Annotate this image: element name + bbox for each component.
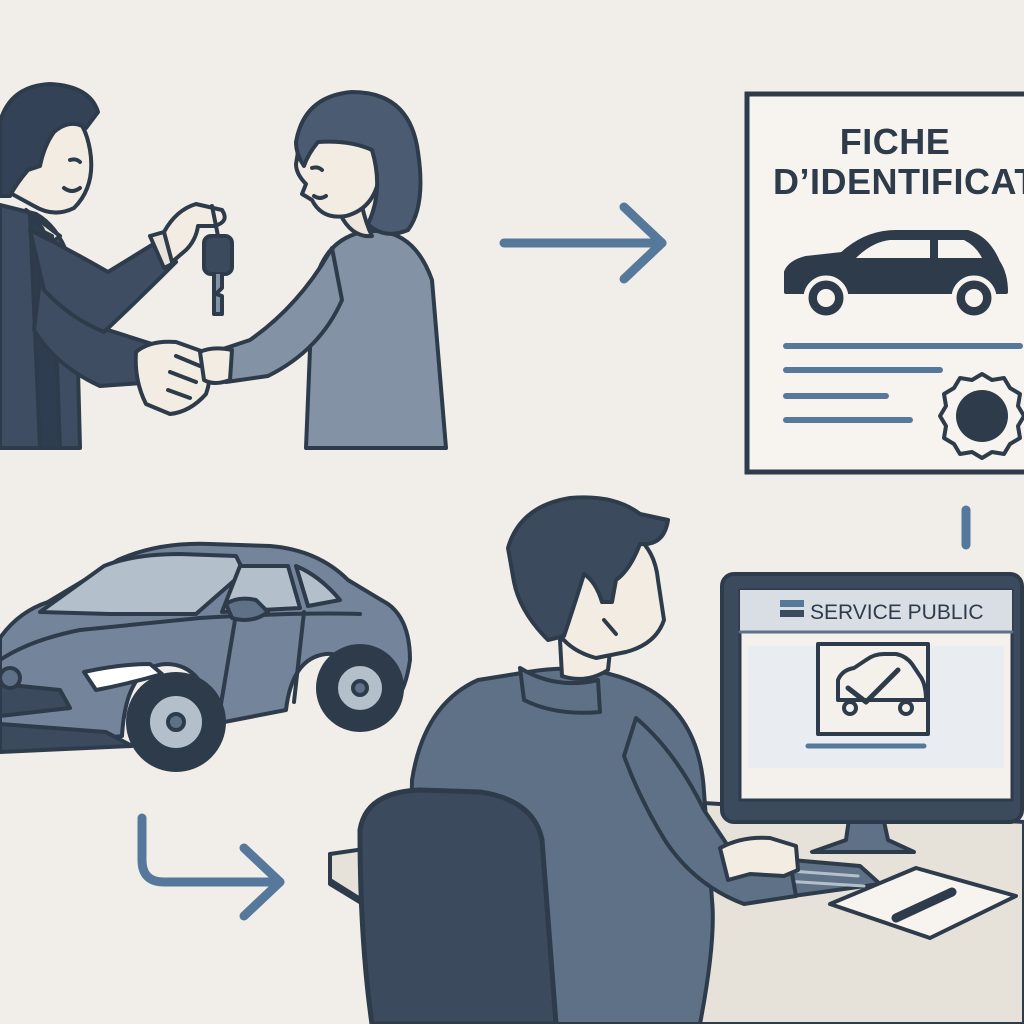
flow-arrow-down-right (137, 813, 285, 921)
rear-wheel (316, 644, 404, 732)
car-key-icon (202, 204, 234, 316)
arrow-right-icon (499, 202, 667, 284)
woman-figure (218, 90, 448, 450)
document-text-lines (783, 343, 1023, 423)
seal-icon (938, 372, 1024, 460)
paper-and-pen (828, 866, 1018, 940)
handover-scene (0, 82, 448, 450)
handshake (133, 339, 234, 416)
car-check-icon (816, 642, 930, 736)
computer-monitor: SERVICE PUBLIC (720, 572, 1024, 854)
document-title-line1: FICHE (840, 121, 951, 162)
car-silhouette-icon (784, 230, 1008, 321)
arrow-down-right-icon (137, 813, 285, 921)
site-name-label: SERVICE PUBLIC (810, 601, 984, 624)
office-chair (357, 787, 559, 1024)
document-title-line2: D’IDENTIFICATION (773, 161, 1024, 202)
sedan-car (0, 541, 412, 772)
front-wheel (126, 672, 226, 772)
site-logo-icon (780, 600, 804, 617)
identification-document: FICHE D’IDENTIFICATION (744, 91, 1024, 475)
flow-arrow-right (499, 202, 667, 284)
